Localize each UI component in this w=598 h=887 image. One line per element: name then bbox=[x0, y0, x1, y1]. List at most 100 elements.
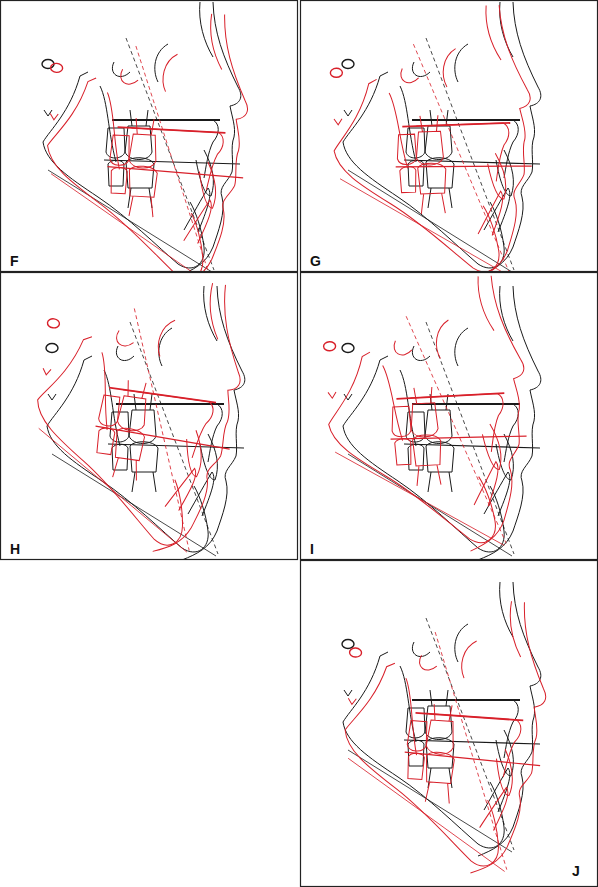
soft-tissue-profile bbox=[153, 280, 253, 559]
mandibular-plane bbox=[46, 174, 215, 271]
upper-second-molar bbox=[98, 395, 121, 427]
occlusal-plane bbox=[108, 444, 244, 448]
soft-tissue-profile bbox=[478, 2, 541, 271]
mandible-outline bbox=[43, 72, 204, 268]
palatal-plane bbox=[118, 127, 226, 133]
upper-second-molar bbox=[391, 406, 412, 437]
mandibular-plane bbox=[335, 444, 504, 554]
ramus-anterior bbox=[400, 86, 416, 162]
lower-incisor bbox=[484, 768, 510, 812]
facial-axis bbox=[102, 308, 221, 550]
upper-molar bbox=[425, 110, 452, 160]
panel-frame bbox=[301, 1, 598, 272]
sella-turcica bbox=[412, 62, 430, 77]
ramus-anterior bbox=[389, 92, 408, 169]
mandible-outline bbox=[332, 75, 500, 271]
lower-second-molar bbox=[112, 444, 128, 470]
ear-rod bbox=[342, 640, 354, 649]
facial-axis bbox=[413, 41, 509, 271]
mandibular-plane bbox=[25, 428, 202, 552]
panel-letter: I bbox=[310, 542, 314, 556]
panel-letter: J bbox=[572, 864, 580, 878]
ear-rod bbox=[50, 63, 62, 73]
ear-rod bbox=[330, 68, 342, 77]
frontal-nasal-bone bbox=[507, 601, 524, 657]
upper-incisor bbox=[482, 423, 502, 470]
facial-axis bbox=[130, 322, 218, 554]
orbit-rim bbox=[442, 49, 457, 87]
ear-rod bbox=[323, 341, 335, 351]
maxilla-outline bbox=[426, 700, 518, 758]
upper-second-molar bbox=[110, 135, 131, 166]
final-tracing bbox=[328, 4, 536, 271]
mandibular-plane bbox=[52, 454, 216, 556]
palatal-plane bbox=[415, 713, 523, 721]
sella-turcica bbox=[401, 68, 419, 83]
upper-incisor bbox=[200, 434, 217, 480]
orbit-rim bbox=[155, 44, 168, 82]
mandible-outline bbox=[343, 72, 504, 268]
orbit-rim bbox=[455, 624, 468, 662]
ramus-anterior bbox=[103, 93, 123, 170]
panel-letter: G bbox=[310, 254, 321, 268]
maxilla-outline bbox=[129, 128, 224, 191]
lower-second-molar bbox=[400, 166, 417, 192]
soft-tissue-profile bbox=[175, 13, 252, 271]
occlusal-plane bbox=[391, 432, 527, 443]
mandible-outline bbox=[336, 660, 510, 867]
panel-tracing bbox=[18, 273, 253, 559]
porion-mark bbox=[344, 690, 352, 696]
upper-incisor bbox=[496, 150, 513, 196]
initial-tracing bbox=[342, 582, 541, 856]
lower-molar bbox=[423, 751, 454, 803]
mandible-outline bbox=[325, 346, 496, 550]
mandible-outline bbox=[343, 652, 504, 848]
lower-molar bbox=[127, 166, 158, 218]
palatal-plane bbox=[396, 393, 504, 399]
soft-tissue-profile bbox=[464, 4, 536, 271]
upper-incisor bbox=[198, 162, 218, 209]
upper-molar bbox=[116, 380, 150, 433]
sella-turcica bbox=[419, 655, 438, 671]
final-tracing bbox=[335, 590, 552, 877]
lower-molar bbox=[130, 442, 158, 492]
porion-mark bbox=[42, 368, 51, 375]
palatal-plane bbox=[412, 119, 520, 121]
frontal-nasal-bone bbox=[208, 14, 224, 70]
mandible-outline bbox=[20, 331, 207, 548]
tracing-group bbox=[18, 273, 253, 559]
upper-molar bbox=[415, 115, 444, 165]
occlusal-plane bbox=[95, 426, 230, 449]
lower-second-molar bbox=[407, 753, 425, 780]
sella-turcica bbox=[394, 340, 412, 355]
tracing-group bbox=[320, 274, 540, 559]
panel-tracing bbox=[335, 582, 552, 877]
tracing-group bbox=[40, 2, 253, 271]
lower-incisor bbox=[165, 465, 197, 512]
palatal-plane bbox=[109, 388, 216, 403]
palatal-plane bbox=[412, 699, 520, 701]
soft-tissue-profile bbox=[478, 286, 541, 559]
lower-incisor bbox=[479, 786, 508, 832]
ramus-anterior bbox=[91, 352, 117, 429]
lower-incisor bbox=[184, 199, 212, 244]
soft-tissue-profile bbox=[178, 2, 241, 271]
orbit-rim bbox=[435, 320, 450, 359]
mandible-outline bbox=[343, 356, 504, 552]
ramus-anterior bbox=[104, 370, 120, 446]
ear-rod bbox=[349, 648, 362, 658]
initial-tracing bbox=[342, 2, 541, 271]
porion-mark bbox=[328, 392, 336, 398]
facial-axis bbox=[124, 46, 224, 271]
sella-turcica bbox=[115, 330, 134, 347]
ear-rod bbox=[47, 318, 60, 329]
maxilla-outline bbox=[425, 714, 521, 778]
palatal-plane bbox=[116, 403, 224, 405]
porion-mark bbox=[348, 698, 356, 705]
upper-second-molar bbox=[110, 412, 129, 442]
initial-tracing bbox=[46, 286, 245, 559]
lower-incisor bbox=[484, 188, 510, 232]
facial-axis bbox=[406, 312, 506, 548]
panel-tracing bbox=[320, 274, 540, 559]
